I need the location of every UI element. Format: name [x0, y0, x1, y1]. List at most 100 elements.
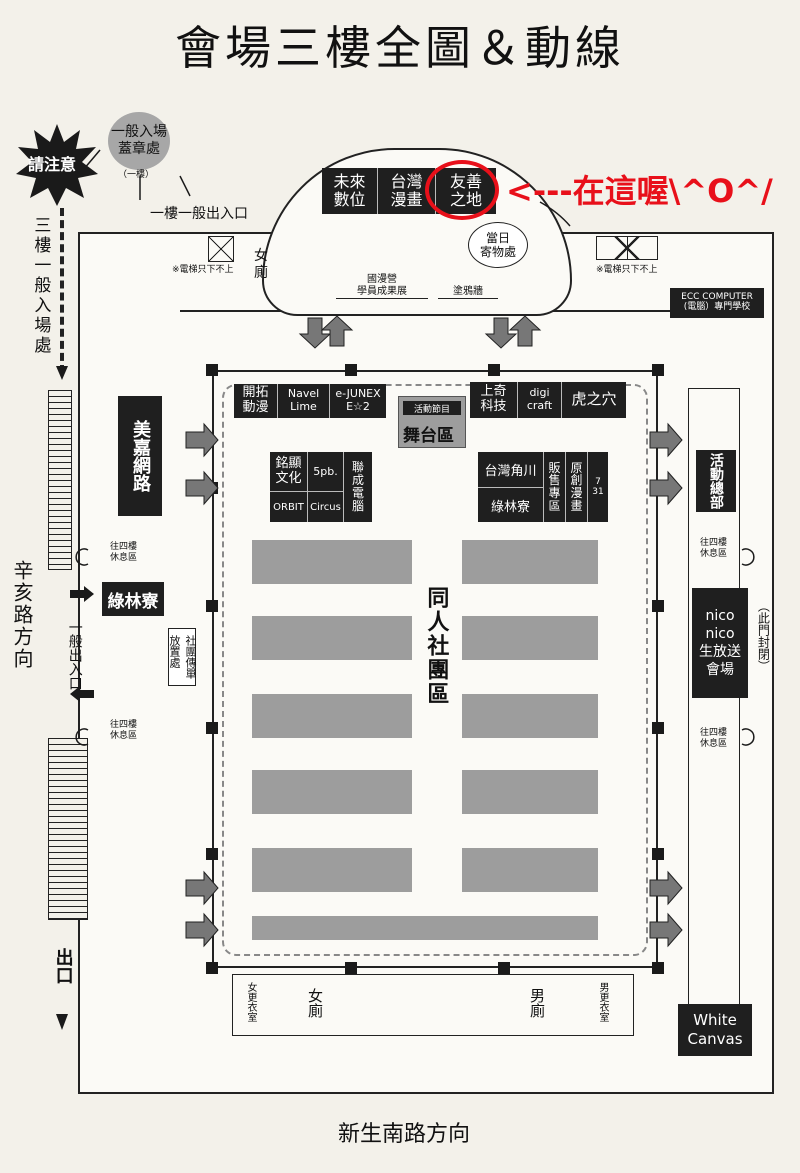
booth-e-junex[interactable]: e-JUNEX E☆2 — [335, 387, 381, 413]
booth-white-canvas[interactable]: White Canvas — [678, 1004, 752, 1056]
left-rest-lower: 往四樓 休息區 — [110, 720, 138, 741]
block-left — [270, 452, 372, 522]
white-canvas-label: White Canvas — [687, 1011, 743, 1048]
booth-5pb[interactable]: 5pb. — [308, 452, 344, 492]
entry-stamp-label: 一般入場 蓋章處 — [111, 124, 167, 157]
hall-inner-dashed — [222, 384, 648, 956]
pillar — [345, 962, 357, 974]
pillar — [488, 364, 500, 376]
pillar — [652, 364, 664, 376]
left-staircase-lower[interactable] — [48, 738, 88, 920]
doujin-area-label: 同人社團區 — [420, 582, 451, 710]
here-annotation: <---在這喔\^O^/ — [506, 172, 773, 210]
pillar — [652, 962, 664, 974]
nico-stage[interactable]: nico nico 生放送 會場 — [692, 588, 748, 698]
activity-hq[interactable]: 活動總部 — [696, 450, 736, 512]
booth-navel-lime[interactable]: Navel Lime — [278, 384, 330, 418]
booth-lulin-hall-label: 綠林寮 — [490, 499, 530, 515]
program-tag: 活動節目 — [403, 401, 461, 415]
bottom-restroom-block — [232, 974, 634, 1036]
doujin-row[interactable] — [252, 916, 598, 940]
storage-label: 當日 寄物處 — [479, 230, 516, 259]
storage-bubble: 當日 寄物處 — [468, 222, 528, 268]
entry-stamp-note: （一樓） — [118, 170, 155, 180]
booth-kaituo[interactable]: 開拓 動漫 — [234, 384, 278, 418]
activity-hq-label: 活動總部 — [708, 453, 724, 509]
entry-stamp-circle: 一般入場 蓋章處 — [108, 112, 170, 170]
elevator-note-left: ※電梯只下不上 — [172, 265, 234, 275]
sales-area[interactable]: 販 售 專 區 — [544, 452, 566, 522]
left-staircase[interactable] — [48, 390, 72, 570]
pillar — [206, 364, 218, 376]
ecc-label: ECC COMPUTER (電腦）專門學校 — [681, 292, 753, 312]
exit-label: 出口 — [52, 948, 74, 984]
doujin-row[interactable] — [462, 848, 598, 892]
booth-lulin-hall[interactable]: 綠林寮 — [478, 488, 544, 522]
doujin-row[interactable] — [462, 616, 598, 660]
doujin-row[interactable] — [252, 848, 412, 892]
elevator-note-right: ※電梯只下不上 — [596, 265, 658, 275]
highlight-circle — [425, 160, 499, 220]
booth-orbit-label: ORBIT — [273, 501, 304, 513]
pillar — [345, 364, 357, 376]
doujin-row[interactable] — [252, 694, 412, 738]
booth-kadokawa[interactable]: 台灣角川 — [478, 452, 544, 488]
original-manga-area[interactable]: 原 創 漫 畫 — [566, 452, 588, 522]
road-xinhai: 辛亥路方向 — [10, 560, 34, 670]
elevator-right[interactable] — [596, 236, 658, 260]
doujin-row[interactable] — [462, 540, 598, 584]
booth-lulin-left-label: 綠林寮 — [107, 591, 159, 612]
mens-changing-room: 男更衣室 — [597, 982, 608, 1022]
booth-liancheng-label: 聯 成 電 腦 — [351, 459, 364, 514]
booth-circus-label: Circus — [310, 501, 341, 513]
general-exit-label: 一般出入口 — [66, 620, 83, 690]
booth-liancheng[interactable]: 聯 成 電 腦 — [344, 452, 372, 522]
road-xinsheng: 新生南路方向 — [338, 1122, 471, 1147]
pillar — [652, 722, 664, 734]
pillar — [206, 722, 218, 734]
sales-area-label: 販 售 專 區 — [548, 460, 561, 513]
pillar — [652, 600, 664, 612]
booth-orbit[interactable]: ORBIT — [270, 492, 308, 522]
attention-label: 請注意 — [28, 155, 77, 174]
booth-digicraft[interactable]: digi craft — [518, 382, 562, 418]
top-row-left-booths: 開拓 動漫 Navel Lime e-JUNEX E☆2 — [234, 384, 386, 418]
dashed-path-line — [60, 208, 64, 373]
booth-5pb-label: 5pb. — [313, 465, 338, 478]
program-label: 活動節目 — [413, 404, 450, 415]
club-flyer-label: 社團傳單 放置處 — [168, 635, 197, 679]
doujin-row[interactable] — [252, 616, 412, 660]
booth-circus[interactable]: Circus — [308, 492, 344, 522]
doujin-row[interactable] — [252, 770, 412, 814]
pillar — [652, 848, 664, 860]
attention-star-icon — [16, 124, 98, 206]
doujin-row[interactable] — [252, 540, 412, 584]
doujin-row[interactable] — [462, 770, 598, 814]
booth-toranoana[interactable]: 虎之穴 — [571, 390, 617, 409]
club-flyer-area[interactable]: 社團傳單 放置處 — [168, 628, 197, 686]
pillar — [498, 962, 510, 974]
elevator-left[interactable] — [208, 236, 234, 262]
ecc-school[interactable]: ECC COMPUTER (電腦）專門學校 — [670, 288, 764, 318]
stage-area[interactable]: 活動節目 舞台區 — [398, 396, 466, 448]
pillar — [206, 962, 218, 974]
booth-meijia[interactable]: 美嘉網路 — [118, 396, 162, 516]
bottom-womens-restroom: 女廁 — [306, 988, 324, 1018]
date-marker: 7 31 — [588, 452, 608, 522]
doujin-row[interactable] — [462, 694, 598, 738]
booth-lulin-left[interactable]: 綠林寮 — [102, 582, 164, 616]
third-floor-entry-label: 三樓一般入場處 — [30, 216, 51, 356]
pillar — [206, 848, 218, 860]
booth-mingxian[interactable]: 銘顯 文化 — [270, 452, 308, 492]
booth-meijia-label: 美嘉網路 — [130, 420, 151, 492]
booth-kadokawa-label: 台灣角川 — [484, 464, 537, 479]
date-marker-label: 7 31 — [592, 477, 604, 497]
exhibit-guoman: 國漫營 學員成果展 — [336, 274, 428, 299]
first-floor-entry-label: 一樓一般出入口 — [150, 206, 248, 222]
top-womens-restroom: 女 廁 — [254, 248, 268, 281]
booth-shangqi[interactable]: 上奇 科技 — [470, 382, 518, 418]
bottom-mens-restroom: 男廁 — [528, 988, 546, 1018]
booth-weilai[interactable]: 未來 數位 — [322, 168, 378, 214]
map-title: 會場三樓全圖＆動線 — [175, 21, 625, 75]
